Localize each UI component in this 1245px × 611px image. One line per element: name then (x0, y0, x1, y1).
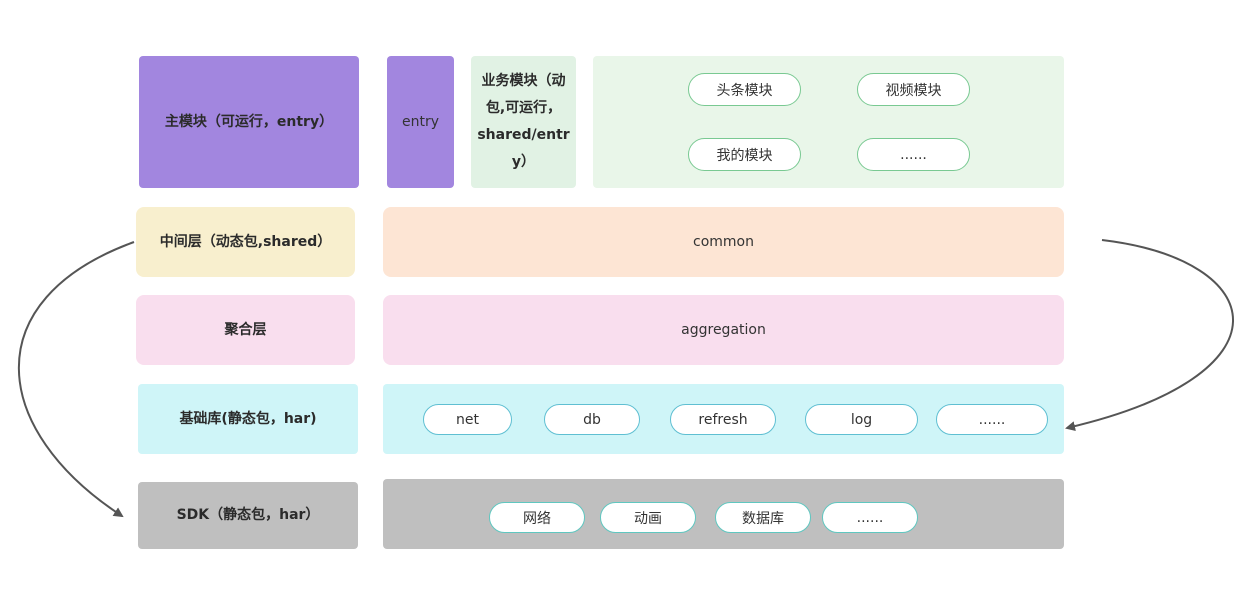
animation-pill: 动画 (600, 502, 696, 533)
video-module-pill: 视频模块 (857, 73, 970, 106)
network-pill: 网络 (489, 502, 585, 533)
base-library-label-box: 基础库(静态包，har) (138, 384, 358, 454)
right-dependency-arrow (1065, 239, 1234, 432)
db-pill: db (544, 404, 640, 435)
refresh-pill: refresh (670, 404, 776, 435)
toutiao-module-pill: 头条模块 (688, 73, 801, 106)
entry-box: entry (387, 56, 454, 188)
log-pill: log (805, 404, 918, 435)
more-base-pill: ...... (936, 404, 1048, 435)
sdk-label: SDK（静态包，har） (176, 507, 320, 524)
my-module-pill: 我的模块 (688, 138, 801, 171)
business-module-line-3: shared/entr (477, 127, 570, 143)
business-module-box: 业务模块（动 包,可运行， shared/entr y） (471, 56, 576, 188)
common-label: common (693, 234, 754, 250)
left-dependency-arrow (17, 241, 135, 518)
business-modules-container (593, 56, 1064, 188)
aggregation-layer-label: 聚合层 (224, 321, 267, 338)
common-box: common (383, 207, 1064, 277)
more-sdk-pill: ...... (822, 502, 918, 533)
net-pill: net (423, 404, 512, 435)
base-library-label: 基础库(静态包，har) (179, 410, 317, 427)
middle-layer-label: 中间层（动态包,shared） (159, 233, 332, 250)
main-module-label: 主模块（可运行，entry） (164, 113, 334, 130)
database-pill: 数据库 (715, 502, 811, 533)
sdk-label-box: SDK（静态包，har） (138, 482, 358, 549)
business-module-line-4: y） (511, 154, 536, 170)
aggregation-layer-label-box: 聚合层 (136, 295, 355, 365)
aggregation-box: aggregation (383, 295, 1064, 365)
aggregation-label: aggregation (681, 322, 766, 338)
main-module-label-box: 主模块（可运行，entry） (139, 56, 359, 188)
middle-layer-label-box: 中间层（动态包,shared） (136, 207, 355, 277)
entry-label: entry (401, 114, 440, 130)
business-module-line-1: 业务模块（动 (481, 73, 566, 89)
more-module-pill: ...... (857, 138, 970, 171)
business-module-line-2: 包,可运行， (485, 100, 562, 116)
